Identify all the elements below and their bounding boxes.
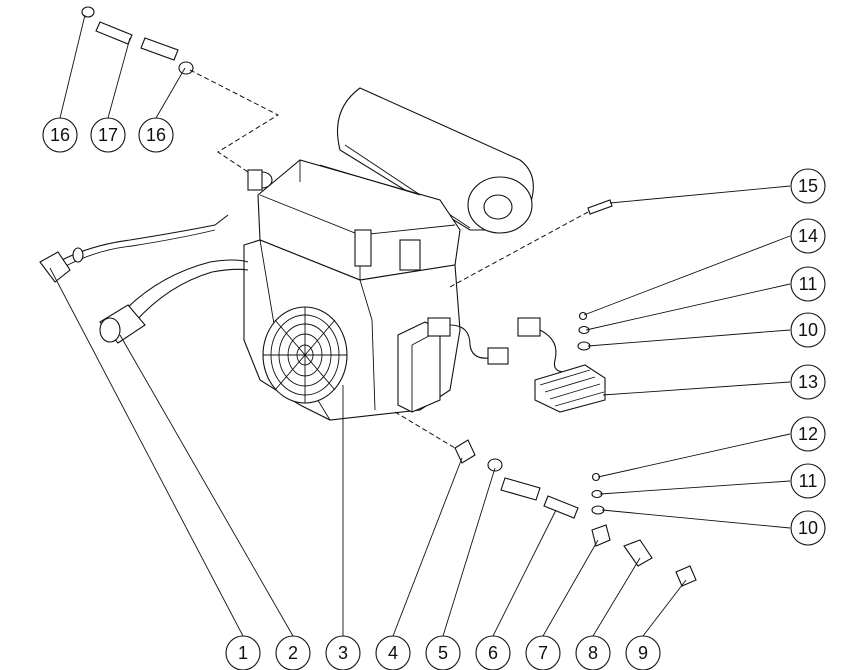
top-fitting [247,169,273,191]
callout-9: 9 [625,635,661,670]
control-box [397,317,451,413]
callout-label: 8 [588,643,598,663]
callout-label: 15 [798,176,818,196]
callout-2: 2 [275,635,311,670]
engine-assembly [243,87,534,421]
callout-label: 16 [146,125,166,145]
callout-label: 6 [488,643,498,663]
top-pin-set [81,6,280,173]
sensor-cable [39,214,229,283]
callout-label: 12 [798,424,818,444]
callout-label: 11 [799,471,818,491]
callout-label: 16 [50,125,70,145]
callout-13: 13 [790,364,826,400]
callout-4: 4 [375,635,411,670]
regulator-assembly [517,311,606,413]
wire-harness [449,324,491,359]
callout-10-lower: 10 [790,510,826,546]
callout-6: 6 [475,635,511,670]
lower-fittings [394,411,697,587]
callout-11-upper: 11 [790,266,826,302]
callout-14: 14 [790,218,826,254]
callout-12: 12 [790,416,826,452]
callout-label: 10 [798,518,818,538]
assembly-path-top [189,69,280,173]
callout-16-top-right: 16 [138,117,174,153]
pin-15 [447,199,613,289]
harness-connector [487,347,509,365]
leader-lines [49,14,791,637]
callout-5: 5 [425,635,461,670]
callout-16-top-left: 16 [42,117,78,153]
callout-label: 1 [238,643,248,663]
callout-1: 1 [225,635,261,670]
muffler [336,87,534,234]
callout-label: 17 [98,125,118,145]
callout-11-lower: 11 [790,463,826,499]
callout-7: 7 [525,635,561,670]
callout-label: 5 [438,643,448,663]
callout-label: 4 [388,643,398,663]
callout-15: 15 [790,168,826,204]
callout-label: 13 [798,372,818,392]
callout-17: 17 [90,117,126,153]
callout-label: 11 [799,274,818,294]
callout-8: 8 [575,635,611,670]
callout-label: 3 [338,643,348,663]
callout-label: 7 [538,643,548,663]
callout-label: 9 [638,643,648,663]
ignition-lead [99,259,249,344]
callout-3: 3 [325,635,361,670]
callout-label: 10 [798,320,818,340]
callout-label: 2 [288,643,298,663]
fan-grille [262,306,348,404]
callout-10-upper: 10 [790,312,826,348]
callout-label: 14 [798,226,818,246]
